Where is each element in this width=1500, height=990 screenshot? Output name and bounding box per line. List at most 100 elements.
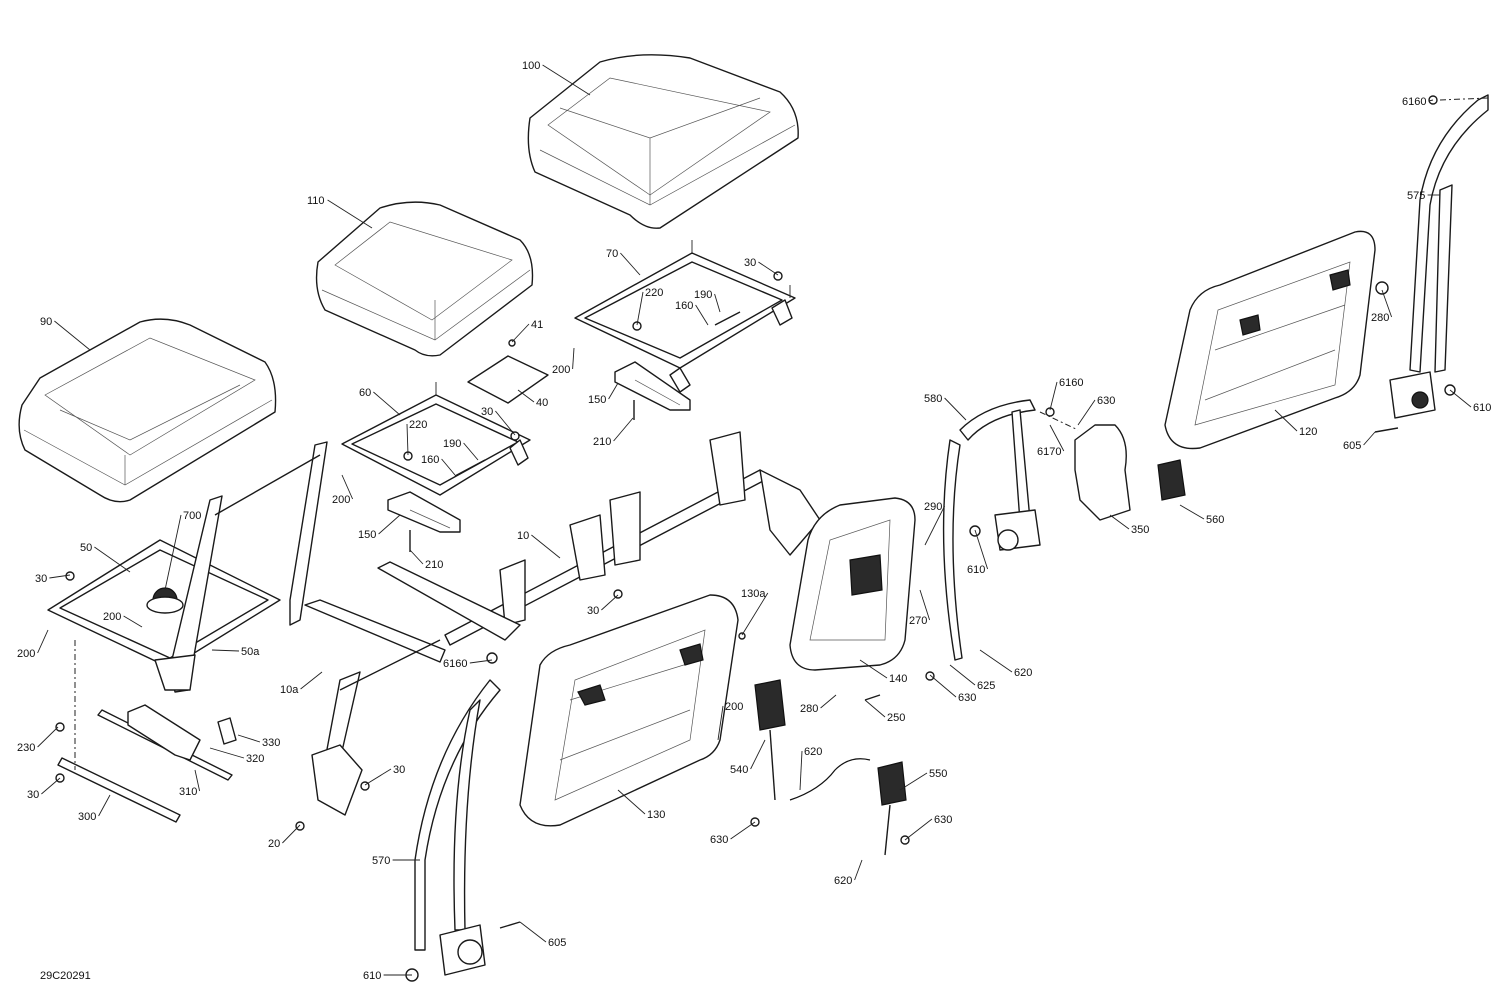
callout-c610c: 610 xyxy=(1473,402,1491,414)
slider-150a xyxy=(614,361,691,411)
callout-leader-c200e xyxy=(717,705,724,741)
callout-leader-c130a xyxy=(741,592,769,636)
callout-c580: 580 xyxy=(924,393,942,405)
callout-leader-c540 xyxy=(750,739,766,770)
callout-leader-c625 xyxy=(949,664,976,686)
callout-leader-c320 xyxy=(209,747,245,759)
seat-cushion-100 xyxy=(527,54,799,229)
callout-leader-c30b xyxy=(495,410,516,436)
callout-c40: 40 xyxy=(536,397,548,409)
callout-leader-c6160b xyxy=(1049,381,1058,411)
callout-c700: 700 xyxy=(183,510,201,522)
callout-c41: 41 xyxy=(531,319,543,331)
callout-c540: 540 xyxy=(730,764,748,776)
callout-leader-c250 xyxy=(864,699,886,718)
callout-c30a: 30 xyxy=(744,257,756,269)
callout-c320: 320 xyxy=(246,753,264,765)
callout-c30f: 30 xyxy=(393,764,405,776)
seat-belt-570 xyxy=(414,679,501,976)
callout-c610b: 610 xyxy=(967,564,985,576)
frame-bracket-10a xyxy=(304,599,446,816)
callout-leader-c580 xyxy=(944,397,967,421)
callout-c200a: 200 xyxy=(552,364,570,376)
callout-leader-c200a xyxy=(572,347,575,370)
callout-leader-c290 xyxy=(924,505,946,546)
callout-c250: 250 xyxy=(887,712,905,724)
buckle-540 xyxy=(754,679,786,801)
callout-c30c: 30 xyxy=(35,573,47,585)
callout-leader-c50 xyxy=(94,546,131,573)
callout-c570: 570 xyxy=(372,855,390,867)
callout-c280a: 280 xyxy=(800,703,818,715)
callout-leader-c330 xyxy=(237,734,261,743)
callout-c200e: 200 xyxy=(725,701,743,713)
callout-leader-c200d xyxy=(37,629,49,654)
callout-leader-c150b xyxy=(378,514,401,535)
callout-leader-c550 xyxy=(899,772,928,791)
callout-leader-c30e xyxy=(41,777,61,795)
seat-frame-70 xyxy=(574,240,796,393)
callout-leader-c700 xyxy=(164,514,182,591)
callout-c90: 90 xyxy=(40,316,52,328)
callout-c30b: 30 xyxy=(481,406,493,418)
callout-leader-c50a xyxy=(211,649,240,652)
callout-c310: 310 xyxy=(179,786,197,798)
callout-c630d: 630 xyxy=(1097,395,1115,407)
callout-leader-c630d xyxy=(1077,399,1096,426)
seat-belt-575 xyxy=(1389,94,1489,419)
callout-c130: 130 xyxy=(647,809,665,821)
seat-cushion-110 xyxy=(315,201,534,357)
callout-c140: 140 xyxy=(889,673,907,685)
callout-leader-c100 xyxy=(542,64,591,96)
callout-c625: 625 xyxy=(977,680,995,692)
slider-150b xyxy=(387,491,461,533)
callout-c6170: 6170 xyxy=(1037,446,1061,458)
frame-tube-10 xyxy=(377,431,821,646)
plate-40 xyxy=(467,355,549,404)
callout-c605a: 605 xyxy=(548,937,566,949)
seat-back-frame-50a xyxy=(154,441,328,693)
callout-c6160b: 6160 xyxy=(1059,377,1083,389)
callout-leader-c10a xyxy=(300,671,323,690)
buckle-550 xyxy=(877,761,907,856)
callout-c200b: 200 xyxy=(332,494,350,506)
callout-c290: 290 xyxy=(924,501,942,513)
callout-c60: 60 xyxy=(359,387,371,399)
callout-leader-c30d xyxy=(601,594,619,611)
callout-c210a: 210 xyxy=(593,436,611,448)
callout-c160b: 160 xyxy=(421,454,439,466)
latch-320 xyxy=(127,704,201,761)
callout-leader-c310 xyxy=(194,769,201,792)
callout-c620c: 620 xyxy=(1014,667,1032,679)
callout-leader-c120 xyxy=(1274,409,1298,432)
callout-leader-c190a xyxy=(714,293,721,313)
callout-leader-c140 xyxy=(859,659,888,679)
callout-c200c: 200 xyxy=(103,611,121,623)
seat-back-130 xyxy=(519,594,739,827)
seat-cushion-90 xyxy=(18,318,277,503)
seat-back-140 xyxy=(789,497,916,671)
callout-c210b: 210 xyxy=(425,559,443,571)
alignment-line-belt xyxy=(1439,97,1489,101)
callout-leader-c30f xyxy=(364,768,392,786)
callout-c150a: 150 xyxy=(588,394,606,406)
callout-c130a: 130a xyxy=(741,588,766,600)
callout-c200d: 200 xyxy=(17,648,35,660)
callout-c550: 550 xyxy=(929,768,947,780)
callout-c620a: 620 xyxy=(804,746,822,758)
callout-c300: 300 xyxy=(78,811,96,823)
callout-leader-c630a xyxy=(730,821,756,840)
seat-back-120 xyxy=(1164,230,1376,450)
callout-leader-c40 xyxy=(517,389,535,403)
rail-300 xyxy=(57,757,181,823)
callout-leader-c280a xyxy=(820,694,837,709)
callout-c20: 20 xyxy=(268,838,280,850)
callout-leader-c30a xyxy=(758,261,779,276)
callout-leader-c110 xyxy=(327,199,373,229)
callout-leader-c60 xyxy=(373,391,401,416)
callout-leader-c230 xyxy=(37,726,59,748)
alignment-line-anchor xyxy=(1039,411,1079,431)
callout-leader-c620b xyxy=(854,859,863,881)
callout-c190b: 190 xyxy=(443,438,461,450)
